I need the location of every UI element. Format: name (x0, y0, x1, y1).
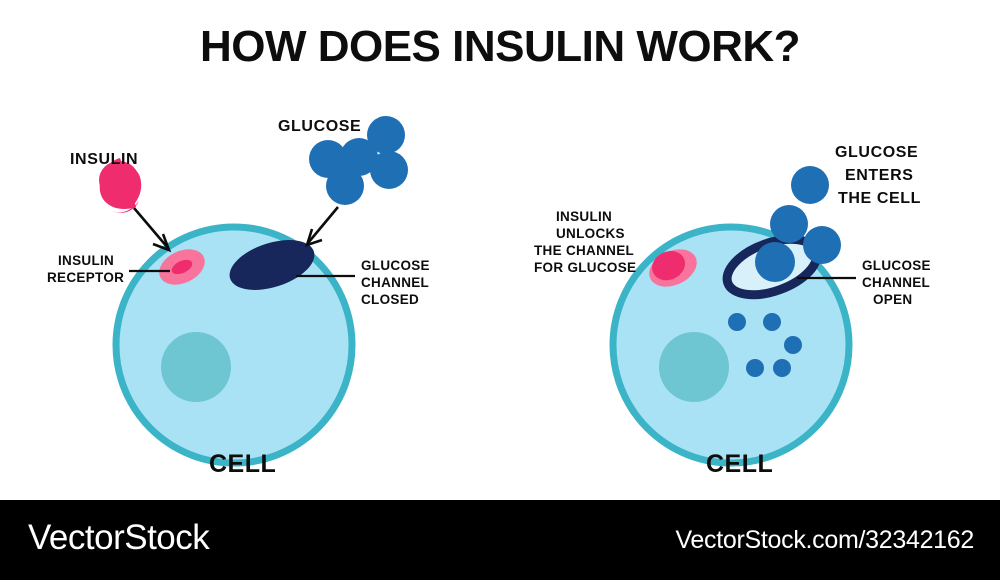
watermark-bar: VectorStock VectorStock.com/32342162 (0, 500, 1000, 580)
glucose-molecule (791, 166, 829, 204)
glucose-in-channel (755, 242, 795, 282)
label-insulin-unlocks-line4: FOR GLUCOSE (534, 260, 636, 275)
right-cell-nucleus (659, 332, 729, 402)
glucose-dot (773, 359, 791, 377)
left-glucose-channel-closed (229, 240, 315, 290)
glucose-molecule (326, 167, 364, 205)
glucose-dot (784, 336, 802, 354)
label-glucose-channel-open-line1: GLUCOSE (862, 258, 931, 273)
insulin-arrow-head (152, 233, 172, 253)
label-cell-left: CELL (209, 450, 276, 478)
label-glucose-channel-closed-line3: CLOSED (361, 292, 419, 307)
glucose-dot (763, 313, 781, 331)
glucose-molecule (803, 226, 841, 264)
label-glucose-channel-closed-line2: CHANNEL (361, 275, 429, 290)
label-insulin: INSULIN (70, 151, 138, 168)
label-glucose-enters-line3: THE CELL (838, 190, 921, 207)
page-title: HOW DOES INSULIN WORK? (199, 22, 801, 71)
glucose-cluster-left (309, 116, 408, 205)
label-insulin-unlocks-line2: UNLOCKS (556, 226, 625, 241)
glucose-arrow-line (307, 206, 339, 244)
glucose-dot (728, 313, 746, 331)
glucose-inside-cell (728, 313, 802, 377)
vectorstock-logo: VectorStock (28, 518, 210, 557)
insulin-arrow-line (133, 207, 169, 249)
glucose-arrow-head (305, 228, 323, 248)
left-panel: INSULIN GLUCOSE INSULIN RECEPTOR G (47, 116, 430, 478)
glucose-molecule (367, 116, 405, 154)
glucose-molecule (770, 205, 808, 243)
label-glucose-channel-closed-line1: GLUCOSE (361, 258, 430, 273)
right-insulin-receptor (649, 249, 697, 287)
label-glucose: GLUCOSE (278, 118, 361, 135)
right-panel: INSULIN UNLOCKS THE CHANNEL FOR GLUCOSE … (534, 144, 931, 478)
glucose-dot (746, 359, 764, 377)
label-insulin-unlocks-line3: THE CHANNEL (534, 243, 634, 258)
vectorstock-url: VectorStock.com/32342162 (675, 526, 974, 554)
glucose-entering-cluster (770, 166, 841, 264)
label-glucose-channel-open-line2: CHANNEL (862, 275, 930, 290)
label-insulin-receptor-line2: RECEPTOR (47, 270, 124, 285)
label-glucose-enters-line2: ENTERS (845, 167, 914, 184)
insulin-diagram: INSULIN GLUCOSE INSULIN RECEPTOR G (47, 116, 931, 478)
label-glucose-enters-line1: GLUCOSE (835, 144, 918, 161)
left-cell-body (112, 223, 356, 467)
glucose-molecule (370, 151, 408, 189)
left-insulin-receptor (159, 249, 205, 285)
insulin-molecule-head (99, 161, 139, 199)
label-glucose-channel-open-line3: OPEN (873, 292, 912, 307)
left-cell-nucleus (161, 332, 231, 402)
label-insulin-receptor-line1: INSULIN (58, 253, 114, 268)
glucose-molecule (340, 138, 378, 176)
glucose-molecule (309, 140, 347, 178)
label-cell-right: CELL (706, 450, 773, 478)
label-insulin-unlocks-line1: INSULIN (556, 209, 612, 224)
